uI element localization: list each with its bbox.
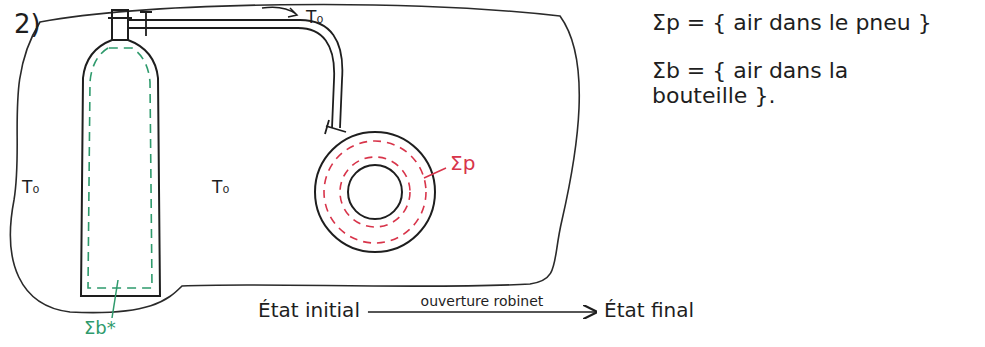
temperature-label: T₀ <box>212 178 229 198</box>
state-text: État initial <box>258 298 360 322</box>
leader-line <box>112 280 118 318</box>
gas-bottle <box>81 10 160 296</box>
question-number: 2) <box>14 10 41 40</box>
system-definition: Σb = { air dans la bouteille }. <box>652 58 942 109</box>
state-node: État final <box>600 296 698 324</box>
state-node: État initial <box>254 296 364 324</box>
transition-arrow <box>368 311 596 313</box>
temperature-label: T₀ <box>22 178 39 198</box>
system-definition: Σp = { air dans le pneu } <box>652 10 932 35</box>
tire <box>315 132 435 252</box>
hose <box>128 12 346 134</box>
temperature-label: T₀ <box>306 8 323 28</box>
leader-line <box>424 168 446 178</box>
surroundings-outline <box>10 5 579 313</box>
state-text: État final <box>604 298 694 322</box>
flow-arrow <box>262 7 297 17</box>
edge-label: ouverture robinet <box>419 293 546 309</box>
system-label: Σb* <box>84 318 116 339</box>
tire-system-boundary <box>324 141 426 243</box>
system-label: Σp <box>450 152 475 175</box>
bottle-system-boundary <box>88 48 152 288</box>
